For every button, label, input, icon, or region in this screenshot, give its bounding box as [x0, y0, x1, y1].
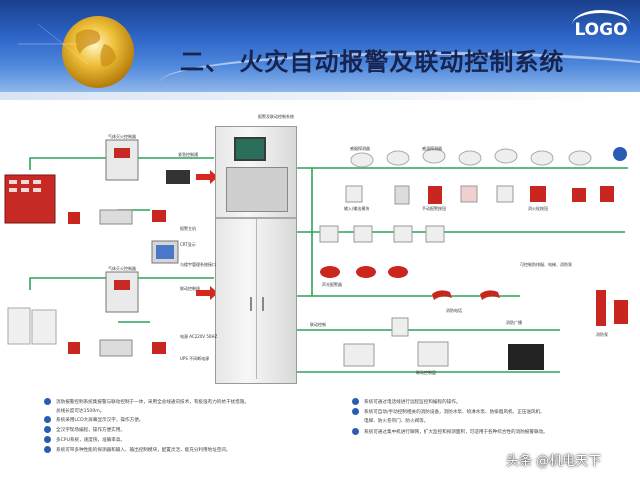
- wiring-diagram: [4, 139, 628, 373]
- label-hydrant: 消火栓按钮: [528, 206, 548, 211]
- note-bullet: [352, 398, 359, 405]
- note-7: 系统可通过电话线进行远程监控和编程的操作。: [364, 400, 461, 405]
- note-bullet: [44, 416, 51, 423]
- label-box: 联动控制盘: [416, 370, 436, 375]
- note-5: 多CPU系统，速度快，准确率高。: [56, 438, 126, 443]
- label-printer: 与楼宇管理系统接口: [180, 262, 216, 267]
- cabinet-screen: [234, 137, 266, 161]
- label-linkage: 联动控制: [310, 322, 326, 327]
- note-bullet: [44, 436, 51, 443]
- note-6: 系统可带多种性能的探测器和输入、输出控制模块，配置灵活，能充分利用地址空间。: [56, 448, 231, 453]
- note-8: 系统可自动/手动控制相关的消防设备，消防水泵、喷淋水泵、防排烟风机、正压送风机、: [364, 410, 545, 415]
- globe-icon: [18, 16, 134, 88]
- header-swoosh: [160, 52, 640, 92]
- label-lower-ctrl: 气体灭火控制器: [108, 266, 136, 271]
- header-underline: [0, 92, 640, 100]
- header-banner: LOGO 二、 火灾自动报警及联动控制系统: [0, 0, 640, 92]
- watermark: 头条 @机电天下: [506, 454, 602, 469]
- label-phone: 消防电话: [446, 308, 462, 313]
- page-title: 二、 火灾自动报警及联动控制系统: [180, 48, 565, 76]
- note-bullet: [44, 446, 51, 453]
- label-broadcast: 消防广播: [506, 320, 522, 325]
- label-horn: 声光报警器: [322, 282, 342, 287]
- note-9: 电梯、防火卷帘门、防火阀等。: [364, 419, 429, 424]
- note-bullet: [44, 426, 51, 433]
- label-power: 电源 AC220V 50HZ: [180, 334, 218, 339]
- fire-alarm-cabinet: [215, 126, 297, 384]
- label-heat: 感温探测器: [422, 146, 442, 151]
- label-cabinet-title: 报警及联动控制系统: [258, 114, 294, 119]
- label-top-ctrl: 气体灭火控制器: [108, 134, 136, 139]
- label-crt: CRT显示: [180, 242, 196, 247]
- label-module: 输入/输出模块: [344, 206, 370, 211]
- note-10: 系统可通过集中机进行联网，扩大监控和探测面积，可适用于各种综合性的消防报警联动。: [364, 430, 548, 435]
- label-standby: UPS 不间断电源: [180, 356, 210, 361]
- note-2: 总线长度可达1500m。: [56, 409, 105, 414]
- note-3: 系统采用LCD大屏幕显示汉字，操作方便。: [56, 418, 144, 423]
- label-phone-line: 紧急控制通: [178, 152, 198, 157]
- label-smoke: 感烟探测器: [350, 146, 370, 151]
- note-bullet: [352, 428, 359, 435]
- label-relay: 报警主机: [180, 226, 196, 231]
- label-pump: 消防泵: [596, 332, 608, 337]
- note-bullet: [352, 408, 359, 415]
- note-1: 消防报警控制系统集报警与联动控制于一体，采用全总线通讯技术，有极强有力的抗干扰措…: [56, 400, 249, 405]
- note-bullet: [44, 398, 51, 405]
- label-fan-ctrl: 可控制防排烟、电梯、消防泵: [520, 262, 572, 267]
- label-manual: 手动报警按钮: [422, 206, 446, 211]
- cabinet-panel: [226, 167, 288, 212]
- note-4: 全汉字现场编程，操作方便实用。: [56, 428, 125, 433]
- logo: LOGO: [570, 10, 632, 48]
- label-line1: 联动控制线: [180, 286, 200, 291]
